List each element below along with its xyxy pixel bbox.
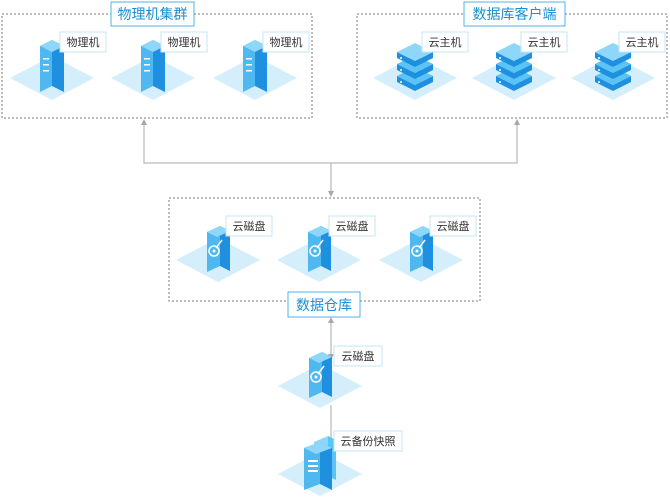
- data-warehouse-title-text: 数据仓库: [296, 298, 352, 314]
- server-tower-icon: [141, 40, 165, 92]
- physical-machine-node: 物理机: [111, 31, 208, 100]
- node-label: 云备份快照: [341, 434, 396, 448]
- node-label: 云主机: [528, 35, 561, 49]
- server-tower-icon: [243, 40, 267, 92]
- db-clients-title-text: 数据库客户端: [473, 6, 557, 23]
- node-label: 物理机: [168, 35, 201, 49]
- cloud-backup-node: 云备份快照: [278, 430, 403, 496]
- physical-machine-node: 物理机: [213, 31, 310, 100]
- physical-cluster-group: [1, 13, 313, 119]
- node-label: 云磁盘: [342, 349, 375, 363]
- data-warehouse-title: 数据仓库: [287, 291, 361, 318]
- cloud-disk-node: 云磁盘: [176, 215, 273, 282]
- node-label: 云主机: [429, 35, 462, 49]
- arrow-up-warehouse: [328, 317, 334, 323]
- cloud-disk-node: 云磁盘: [379, 215, 477, 282]
- cloud-disk-icon: [308, 226, 331, 272]
- server-stack-icon: [595, 43, 631, 91]
- node-label: 云主机: [626, 35, 659, 49]
- cloud-disk-node: 云磁盘: [277, 215, 376, 282]
- standalone-cloud-disk-node: 云磁盘: [278, 345, 383, 408]
- cloud-host-node: 云主机: [472, 31, 568, 100]
- arrow-up-left: [141, 119, 147, 125]
- cloud-disk-icon: [309, 352, 332, 398]
- node-label: 云磁盘: [336, 219, 369, 233]
- server-tower-icon: [40, 40, 64, 92]
- server-stack-icon: [397, 43, 433, 91]
- cloud-host-node: 云主机: [373, 31, 469, 100]
- node-label: 物理机: [270, 35, 303, 49]
- node-label: 云磁盘: [437, 219, 470, 233]
- node-label: 云磁盘: [233, 219, 266, 233]
- cloud-disk-icon: [410, 226, 433, 272]
- physical-cluster-title: 物理机集群: [110, 1, 195, 27]
- cloud-disk-icon: [207, 226, 230, 272]
- db-clients-title: 数据库客户端: [463, 1, 566, 27]
- cloud-host-node: 云主机: [571, 31, 666, 100]
- top-connector: [143, 124, 518, 164]
- physical-cluster-title-text: 物理机集群: [118, 6, 188, 23]
- node-label: 物理机: [67, 35, 100, 49]
- arrow-down-warehouse: [328, 191, 334, 197]
- arrow-up-right: [514, 119, 520, 125]
- physical-machine-node: 物理机: [10, 31, 107, 100]
- backup-snapshot-icon: [304, 436, 336, 490]
- db-clients-group: [356, 13, 668, 119]
